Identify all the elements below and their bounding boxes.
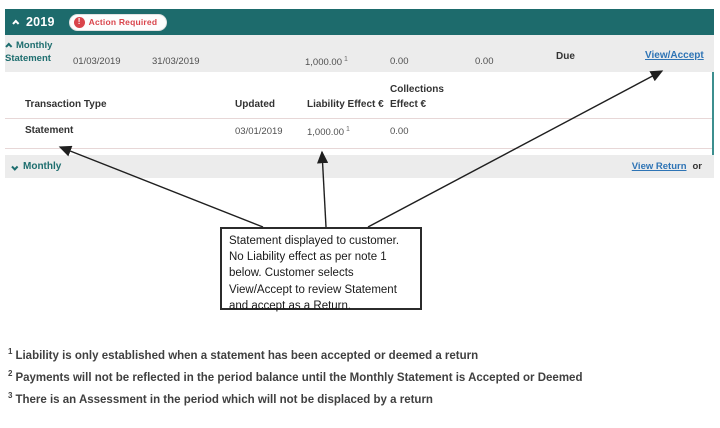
transactions-table: Collections Transaction Type Updated Lia…: [5, 72, 714, 155]
transaction-type-cell: Statement: [25, 125, 74, 136]
table-row-divider: [5, 148, 712, 149]
action-required-badge: ! Action Required: [68, 13, 168, 31]
collections-effect-cell: 0.00: [390, 126, 409, 137]
collapse-chevron-icon[interactable]: [5, 42, 13, 50]
footnote-ref: 1: [343, 56, 348, 63]
collections-header-line1: Collections: [390, 84, 444, 95]
summary-collections-value: 0.00: [390, 56, 409, 67]
status-due-label: Due: [556, 51, 575, 62]
period-end-date: 31/03/2019: [152, 56, 200, 67]
monthly-statement-summary-row: Monthly Statement 01/03/2019 31/03/2019 …: [5, 35, 714, 72]
period-header-bar[interactable]: 2019 ! Action Required: [5, 9, 714, 35]
footnote-ref: 1: [345, 126, 350, 133]
monthly-row-label[interactable]: Monthly: [11, 161, 61, 172]
collapsed-monthly-row: Monthly View Return or: [5, 155, 714, 178]
statement-group-label: Statement: [5, 53, 51, 64]
liability-effect-header: Liability Effect €: [307, 99, 384, 110]
or-label: or: [692, 161, 703, 172]
collections-header-line2: Effect €: [390, 99, 427, 110]
summary-balance-value: 0.00: [475, 56, 494, 67]
period-panel: 2019 ! Action Required Monthly Statement…: [5, 9, 714, 178]
period-start-date: 01/03/2019: [73, 56, 121, 67]
annotation-callout-box: Statement displayed to customer. No Liab…: [220, 227, 422, 312]
table-header-divider: [5, 118, 712, 119]
updated-cell: 03/01/2019: [235, 126, 283, 137]
monthly-group-label[interactable]: Monthly: [5, 40, 52, 51]
view-return-link[interactable]: View Return: [631, 161, 687, 172]
period-year-label: 2019: [26, 15, 55, 29]
updated-header: Updated: [235, 99, 275, 110]
collapse-chevron-icon[interactable]: [12, 19, 20, 27]
expand-chevron-icon[interactable]: [11, 163, 19, 171]
alert-icon: !: [73, 16, 85, 28]
view-accept-link[interactable]: View/Accept: [645, 50, 704, 61]
transaction-type-header: Transaction Type: [25, 99, 107, 110]
action-required-label: Action Required: [88, 17, 158, 27]
